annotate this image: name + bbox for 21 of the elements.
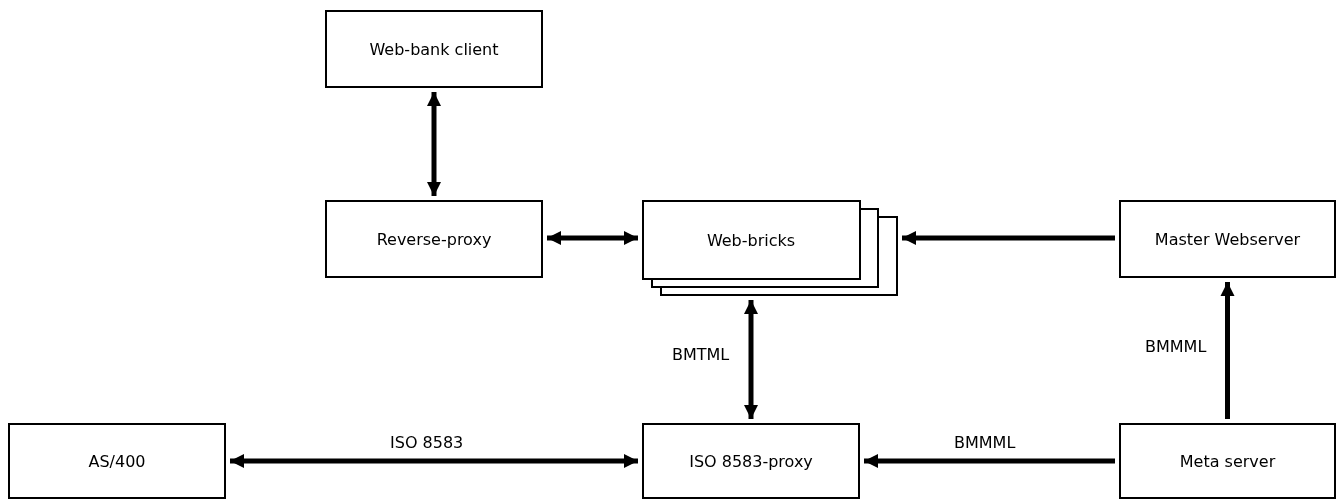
arrow	[902, 231, 1115, 245]
arrow	[427, 92, 441, 196]
node-label: Reverse-proxy	[375, 229, 493, 249]
process-box	[325, 10, 543, 88]
process-box	[1119, 423, 1336, 499]
node-label: Web-bricks	[705, 230, 797, 250]
node-label: Master Webserver	[1153, 229, 1302, 249]
node-label: Meta server	[1178, 451, 1277, 471]
arrow	[230, 454, 638, 468]
node-label: Web-bank client	[368, 39, 500, 59]
arrow	[864, 454, 1115, 468]
process-box	[8, 423, 226, 499]
process-box	[1119, 200, 1336, 278]
arrow	[1220, 282, 1235, 419]
node-label: ISO 8583-proxy	[688, 451, 814, 471]
process-box	[325, 200, 543, 278]
process-box	[642, 423, 860, 499]
arrow	[744, 300, 758, 419]
stacked-process-box	[642, 200, 898, 296]
node-label: AS/400	[87, 451, 147, 471]
arrow	[547, 231, 638, 245]
